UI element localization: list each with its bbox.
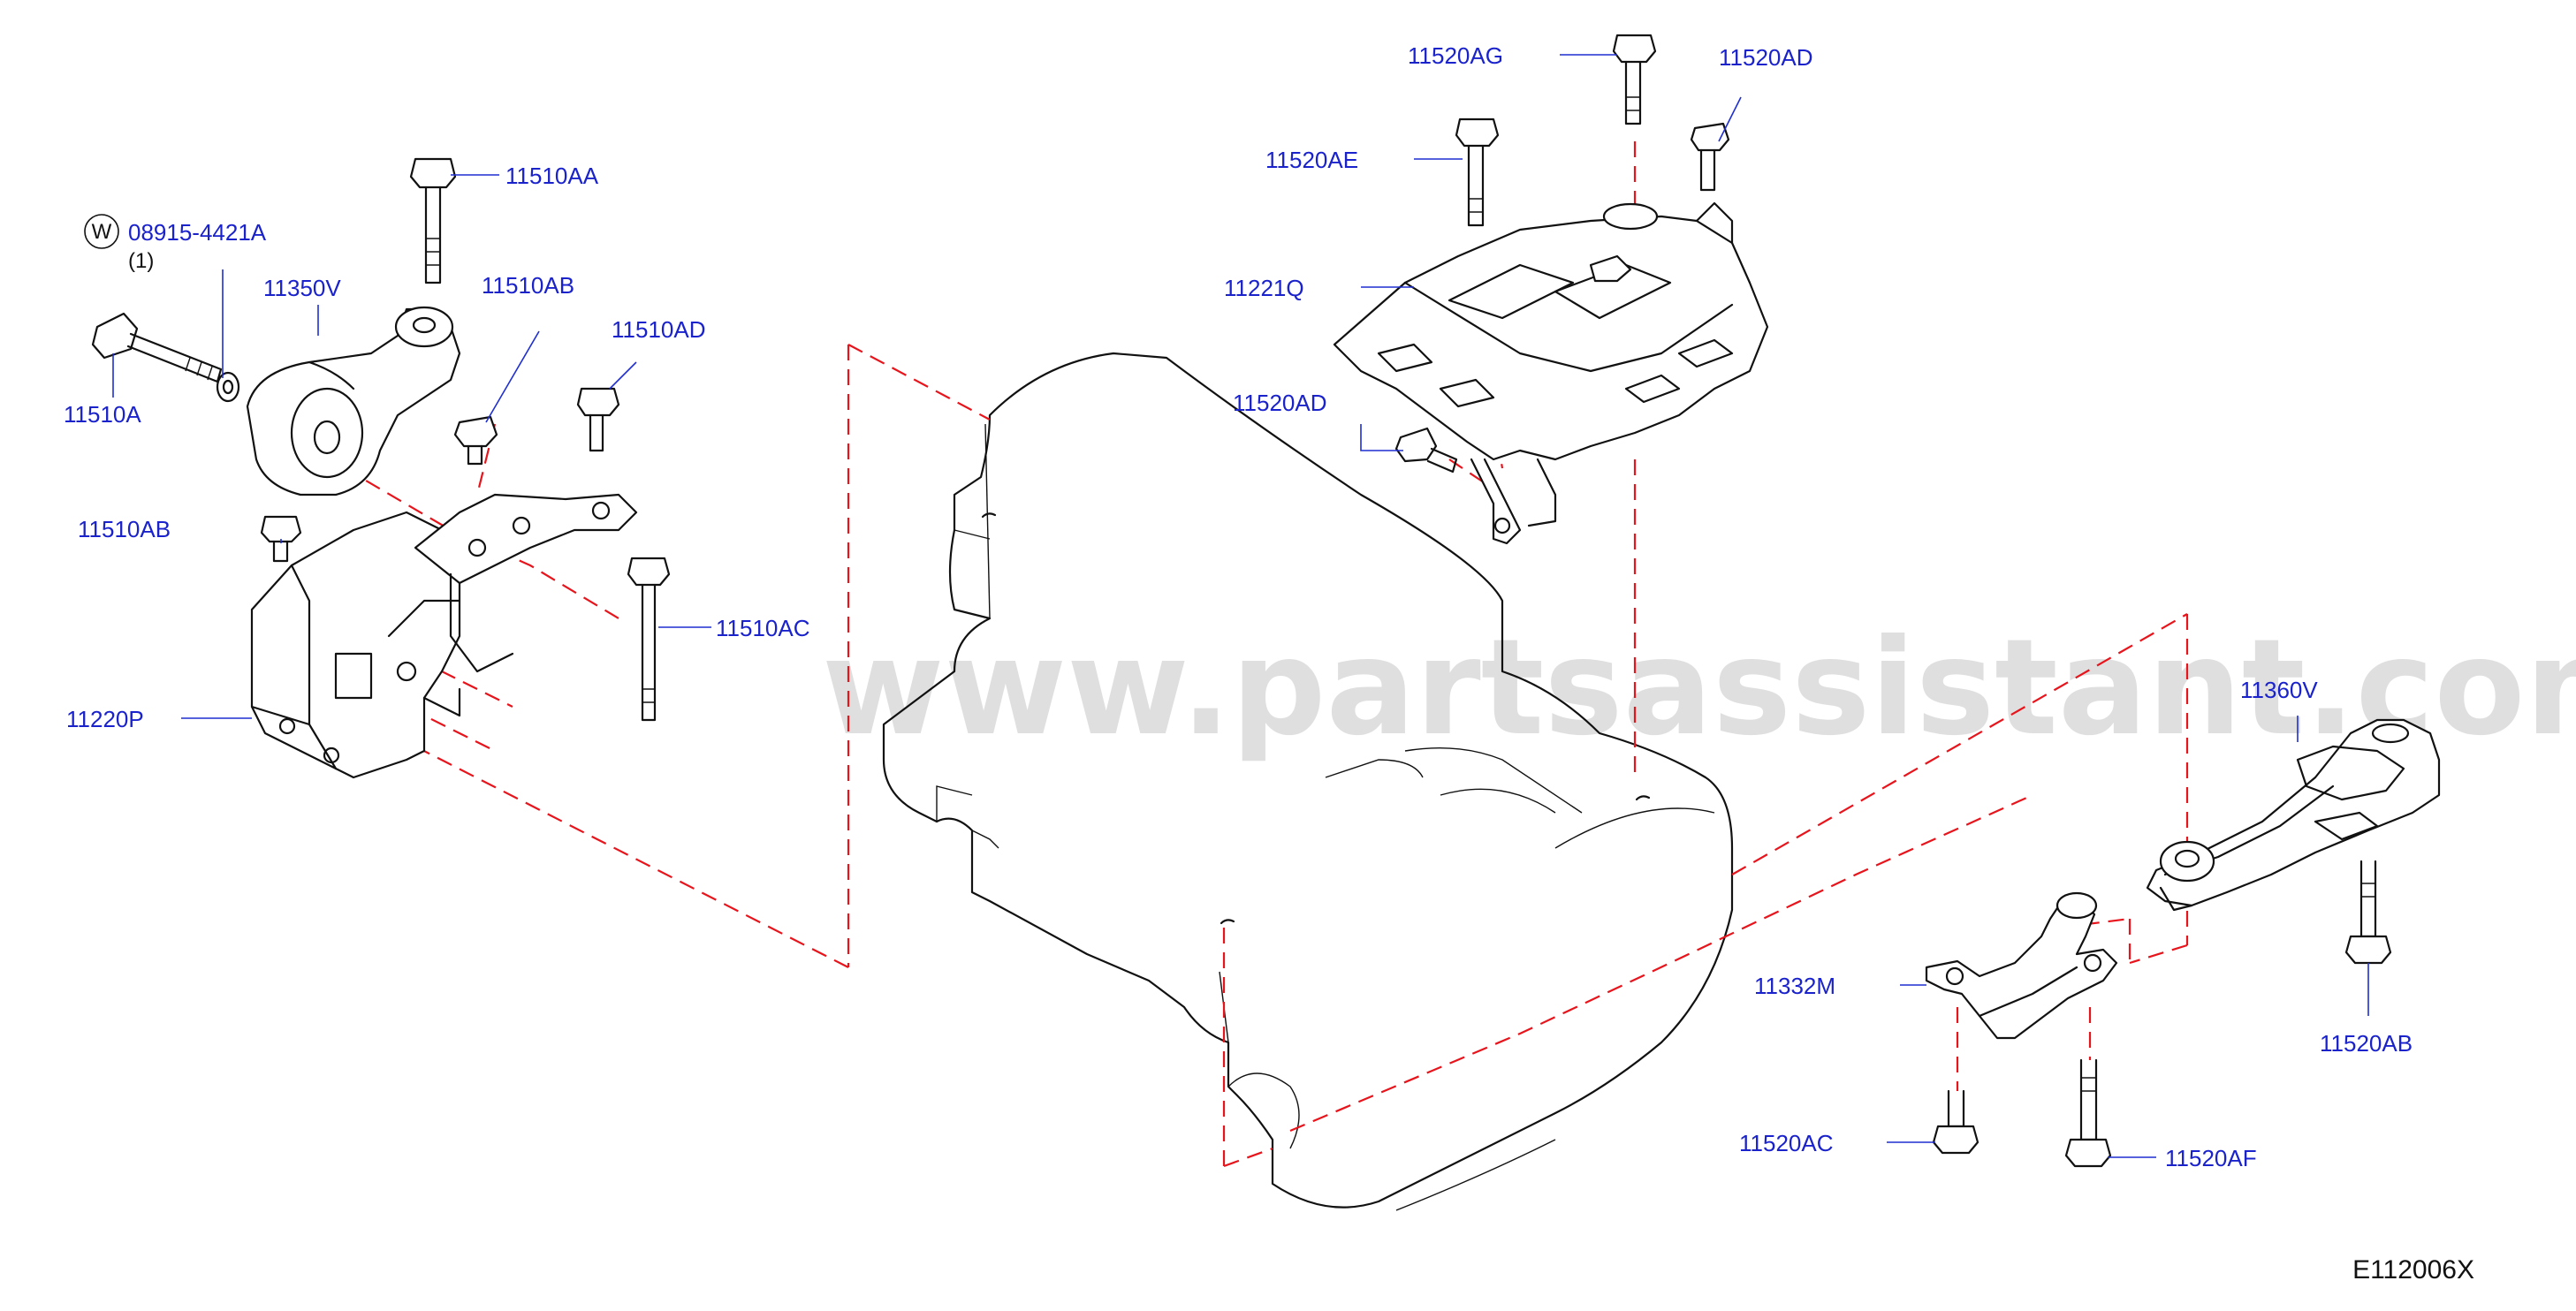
torque-rod-11350V[interactable] bbox=[246, 306, 461, 496]
label-11520AE[interactable]: 11520AE bbox=[1265, 147, 1358, 173]
bolt-11510AC bbox=[627, 557, 671, 722]
label-11332M[interactable]: 11332M bbox=[1754, 973, 1835, 999]
part-labels: W 08915-4421A (1) 11510AA 11350V 11510AB… bbox=[64, 42, 2474, 1284]
bolt-11510AB-top bbox=[453, 415, 498, 466]
bolt-11520AF bbox=[2064, 1058, 2112, 1168]
right-engine-mount-11360V[interactable] bbox=[2146, 718, 2441, 912]
label-08915-qty: (1) bbox=[128, 249, 154, 273]
label-11520AC[interactable]: 11520AC bbox=[1739, 1130, 1834, 1156]
bolt-11510AD bbox=[576, 387, 620, 452]
bolt-11520AB bbox=[2344, 860, 2392, 965]
washer-symbol-icon bbox=[84, 214, 119, 249]
diagram-code: E112006X bbox=[2352, 1255, 2474, 1284]
bolt-11520AC bbox=[1932, 1089, 1979, 1155]
bolt-11510A bbox=[91, 312, 240, 403]
label-11221Q[interactable]: 11221Q bbox=[1224, 275, 1304, 301]
label-11510AB-top[interactable]: 11510AB bbox=[482, 272, 574, 299]
washer-08915 bbox=[216, 371, 240, 403]
label-11350V[interactable]: 11350V bbox=[263, 275, 341, 301]
left-engine-mount-11220P[interactable] bbox=[250, 493, 638, 779]
label-11520AF[interactable]: 11520AF bbox=[2165, 1145, 2257, 1171]
label-11520AD-mid[interactable]: 11520AD bbox=[1233, 390, 1327, 416]
bolt-11520AD-top bbox=[1690, 122, 1730, 192]
bolt-11520AG bbox=[1612, 34, 1657, 125]
label-11510AD[interactable]: 11510AD bbox=[612, 316, 706, 343]
bracket-11332M[interactable] bbox=[1925, 891, 2118, 1040]
bolt-11510AA bbox=[409, 157, 457, 284]
bolt-11510AB-left bbox=[260, 515, 302, 563]
label-11360V[interactable]: 11360V bbox=[2240, 677, 2318, 703]
label-11510AC[interactable]: 11510AC bbox=[716, 615, 810, 641]
label-08915-4421A[interactable]: 08915-4421A bbox=[128, 219, 267, 246]
watermark: www.partsassistant.com bbox=[822, 611, 2576, 765]
bolt-11520AE bbox=[1455, 117, 1500, 227]
leader-lines bbox=[112, 54, 2369, 1158]
engine-block-outline bbox=[882, 352, 1734, 1211]
label-11510AB-left[interactable]: 11510AB bbox=[78, 516, 171, 542]
label-11520AD-top[interactable]: 11520AD bbox=[1719, 44, 1813, 71]
upper-mount-bracket-11221Q[interactable] bbox=[1333, 201, 1769, 545]
washer-symbol: W bbox=[92, 220, 112, 244]
label-11510AA[interactable]: 11510AA bbox=[505, 163, 599, 189]
bolt-11520AD-mid bbox=[1394, 427, 1458, 474]
label-11220P[interactable]: 11220P bbox=[66, 706, 144, 732]
label-11520AG[interactable]: 11520AG bbox=[1408, 42, 1503, 69]
label-11520AB[interactable]: 11520AB bbox=[2320, 1030, 2413, 1057]
label-11510A[interactable]: 11510A bbox=[64, 401, 141, 428]
